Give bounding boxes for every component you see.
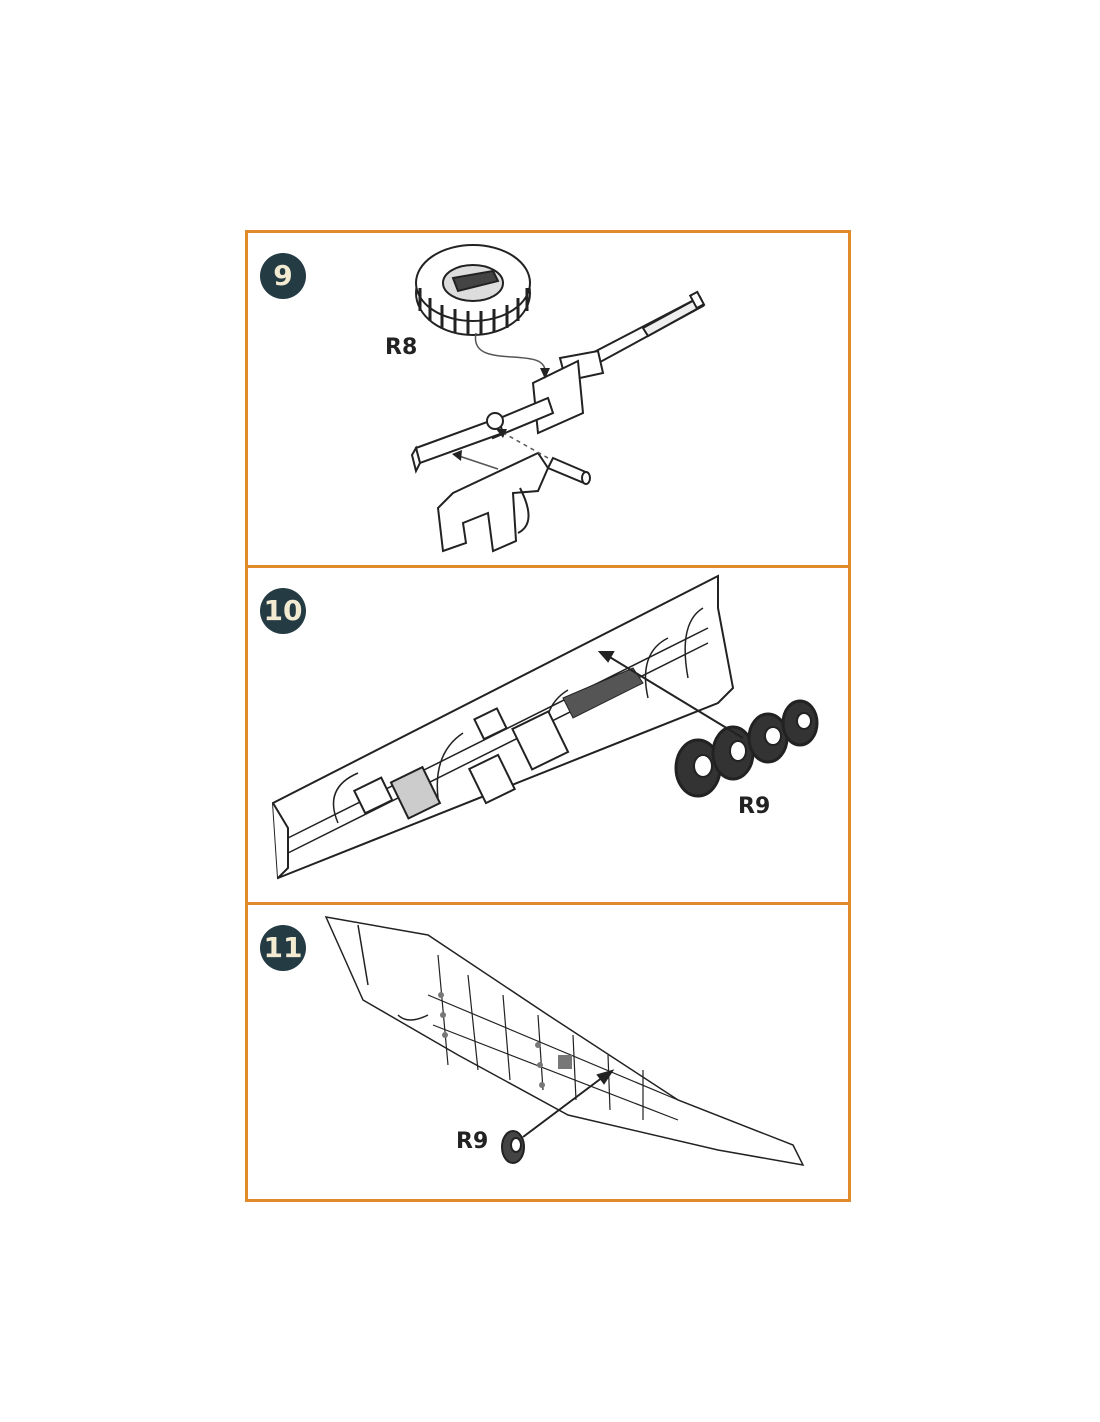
- small-wheels-r9: [674, 699, 819, 798]
- step-number-badge: 9: [260, 253, 306, 299]
- part-label-r9: R9: [456, 1129, 489, 1154]
- assembly-arrow: [522, 1069, 615, 1138]
- fuselage-half: [324, 916, 805, 1166]
- step-11-panel: 11 R9: [248, 902, 848, 1199]
- barrel-part: [558, 290, 706, 383]
- mesh-grille: [562, 667, 644, 719]
- receiver-part: [410, 359, 585, 474]
- small-wheel-r9: [501, 1130, 525, 1164]
- fuselage-interior-drawing: [324, 916, 805, 1166]
- assembly-arrow: [597, 651, 744, 739]
- pin-part: [546, 456, 591, 485]
- step-number-badge: 10: [260, 588, 306, 634]
- assembly-arrows: [452, 368, 550, 461]
- wheel-part-r8: [415, 244, 531, 336]
- instruction-sheet: 9 R8: [245, 230, 851, 1202]
- step-9-panel: 9 R8: [248, 233, 848, 565]
- part-label-r8: R8: [385, 335, 418, 360]
- equipment-boxes: [352, 707, 570, 820]
- trigger-group-part: [436, 451, 550, 553]
- step-10-panel: 10 R9: [248, 565, 848, 902]
- fuselage-wall-drawing: [271, 574, 819, 880]
- part-label-r9: R9: [738, 794, 771, 819]
- assembly-guides: [455, 332, 549, 470]
- step-number-badge: 11: [260, 925, 306, 971]
- gun-assembly-drawing: [410, 244, 706, 553]
